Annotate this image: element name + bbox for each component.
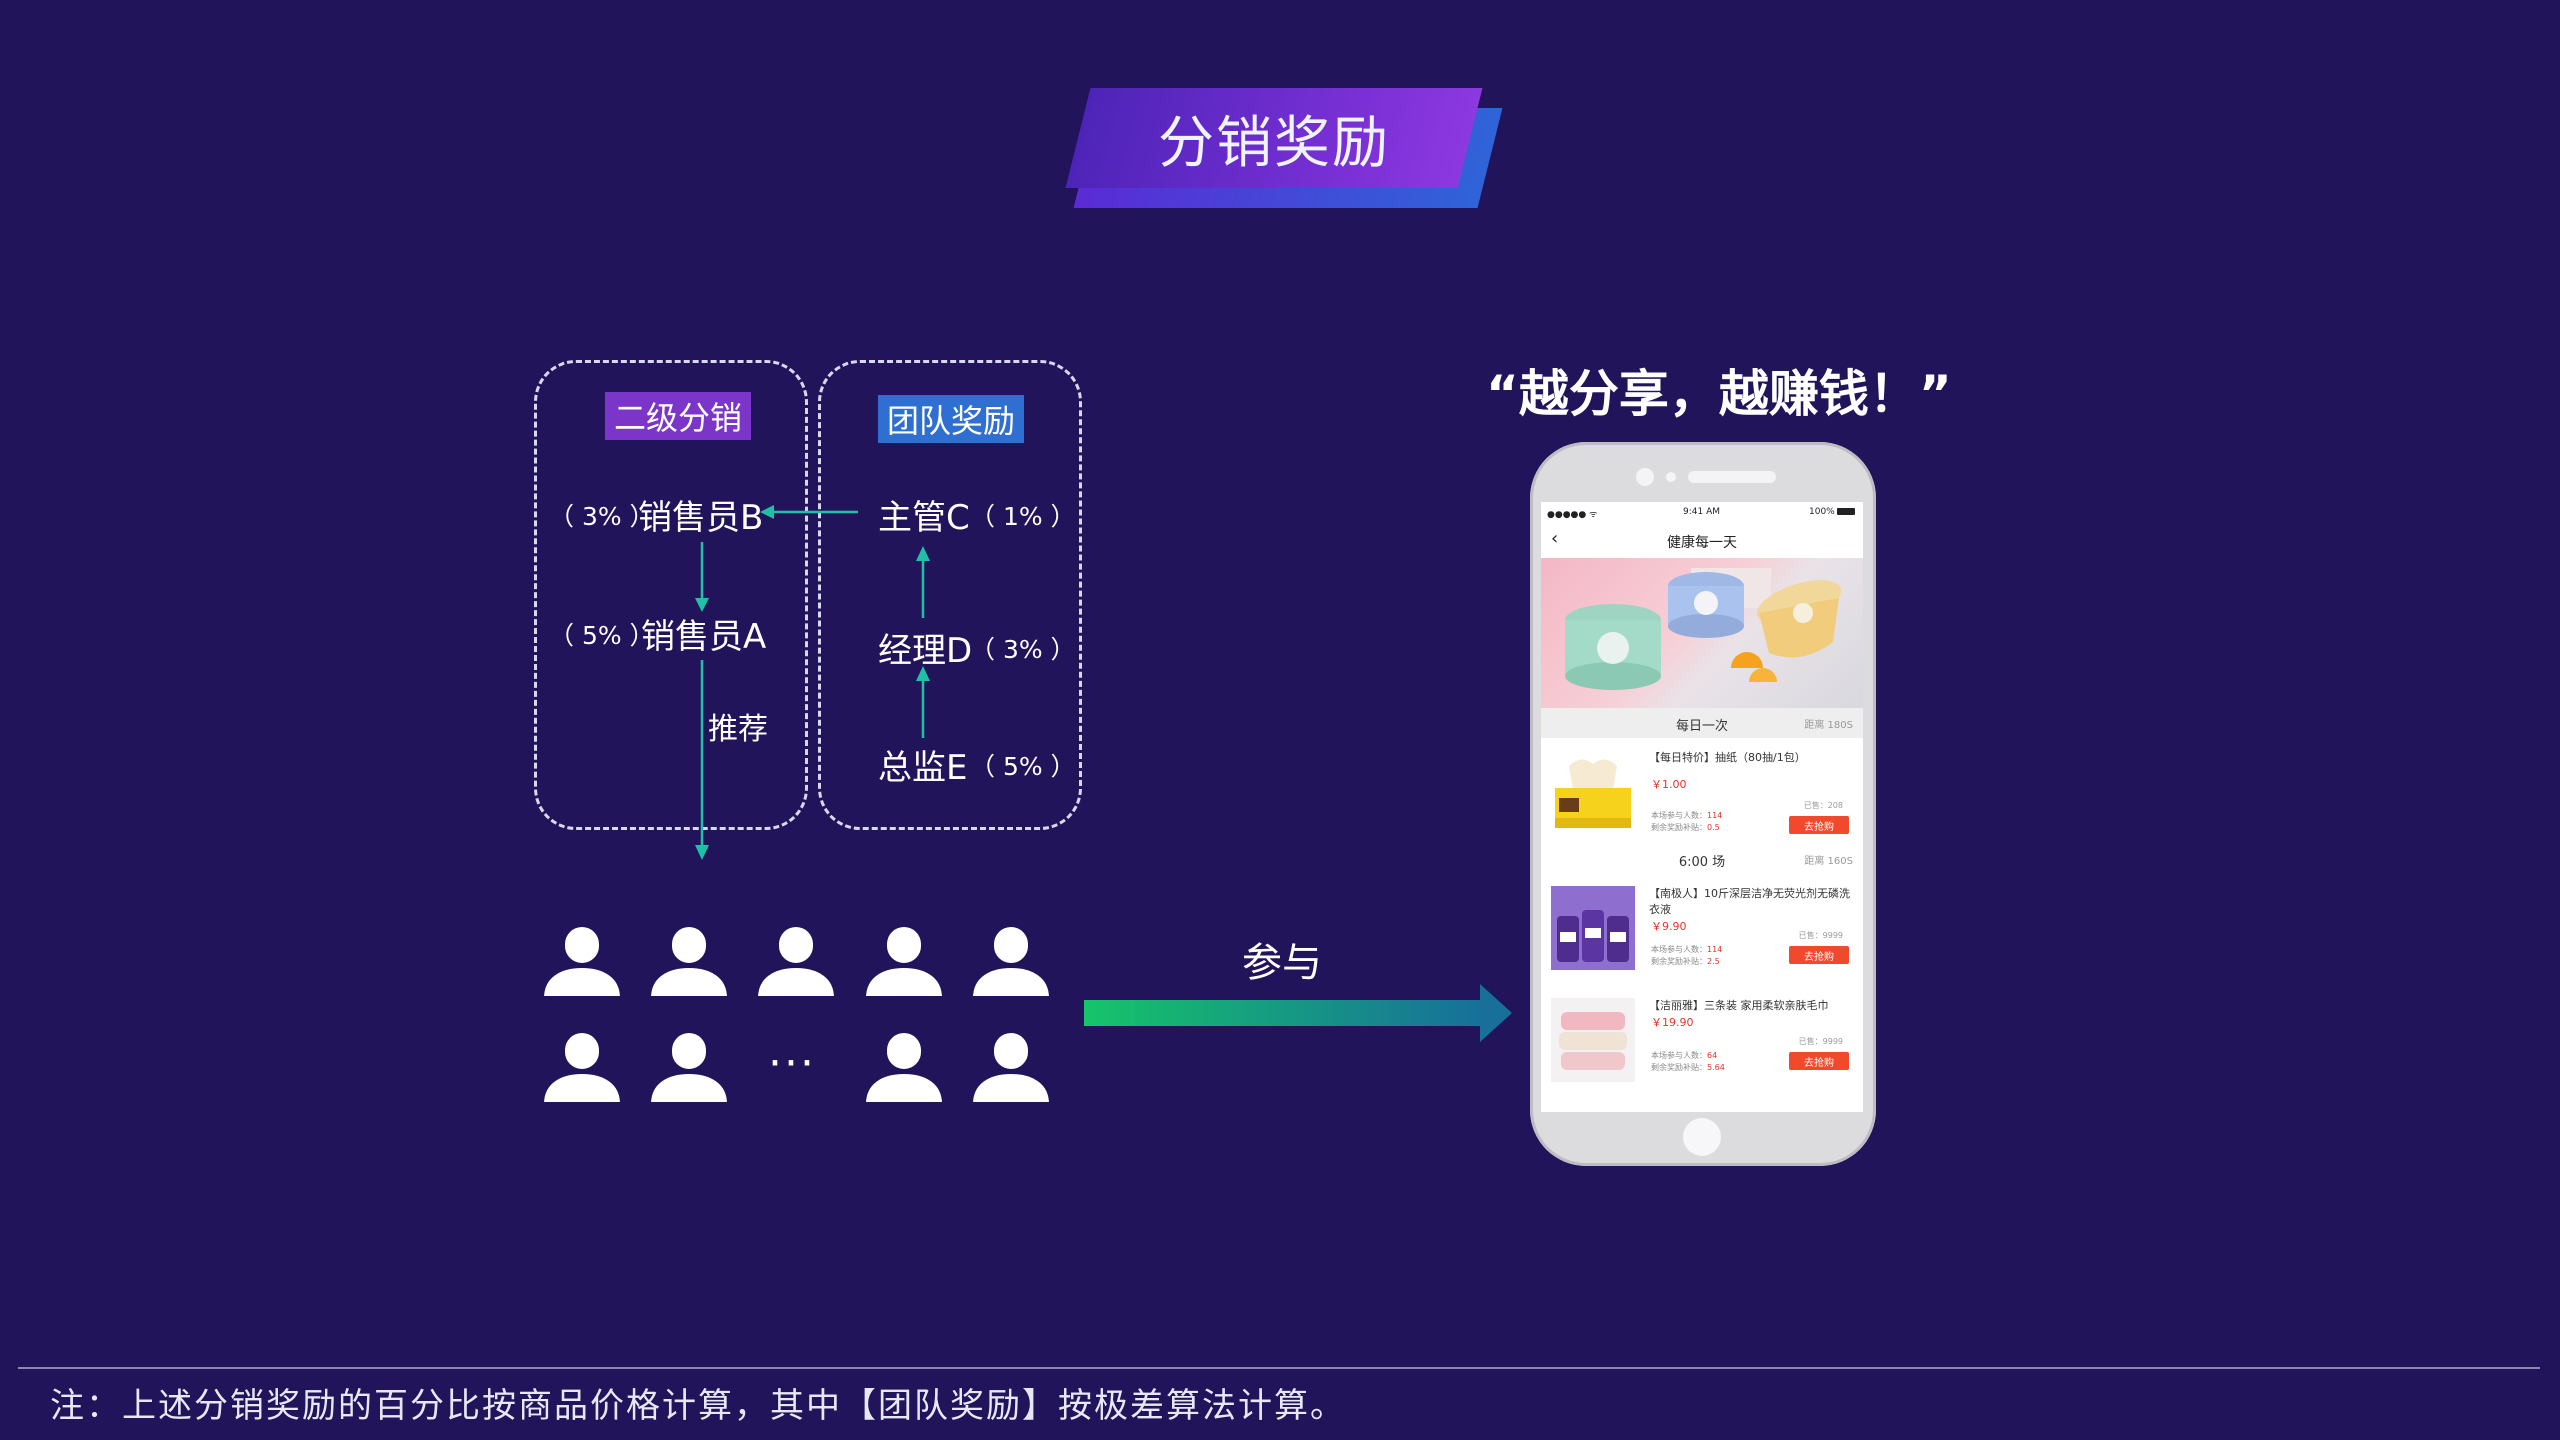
session-countdown: 距离 180S: [1804, 720, 1853, 731]
product-price: ￥1.00: [1651, 778, 1687, 791]
participants-line: 本场参与人数：114: [1651, 945, 1723, 954]
phone-home-button[interactable]: [1683, 1118, 1721, 1156]
buy-now-button[interactable]: 去抢购: [1789, 1052, 1849, 1070]
person-icon: [646, 1031, 732, 1106]
session-header: 每日一次 距离 180S: [1541, 708, 1863, 738]
phone-camera: [1636, 468, 1654, 486]
battery-percent: 100%: [1809, 507, 1835, 517]
e-to-d-arrow-head: [916, 666, 930, 681]
battery-icon: [1837, 508, 1855, 515]
footer-divider: [18, 1367, 2540, 1369]
buy-now-button[interactable]: 去抢购: [1789, 816, 1849, 834]
buy-now-button[interactable]: 去抢购: [1789, 946, 1849, 964]
session-label: 6:00 场: [1678, 855, 1726, 870]
salesperson-a: 销售员A: [641, 617, 767, 657]
phone-speaker: [1688, 471, 1776, 483]
product-title: 【南极人】10斤深层洁净无荧光剂无磷洗衣液: [1649, 887, 1850, 916]
subsidy-line: 剩余奖励补贴：0.5: [1651, 823, 1720, 832]
session-label: 每日一次: [1675, 719, 1728, 734]
salesperson-a-percent: （ 5% ）: [549, 621, 655, 650]
footer-note: 注：上述分销奖励的百分比按商品价格计算，其中【团队奖励】按极差算法计算。: [50, 1386, 1346, 1426]
slogan: “越分享，越赚钱！”: [1486, 365, 1952, 423]
phone-sensor: [1666, 472, 1676, 482]
secondary-distribution-group: [534, 360, 808, 830]
product-price: ￥9.90: [1651, 920, 1687, 933]
person-icon: [968, 1031, 1054, 1106]
participate-label: 参与: [1242, 940, 1322, 986]
sold-count: 已售：9999: [1798, 931, 1843, 940]
phone-navbar: ‹ 健康每一天: [1541, 524, 1863, 558]
product-item[interactable]: 【南极人】10斤深层洁净无荧光剂无磷洗衣液 ￥9.90 本场参与人数：114 剩…: [1541, 874, 1863, 987]
page-title: 分销奖励: [1158, 110, 1390, 176]
manager-d-percent: （ 3% ）: [970, 635, 1076, 664]
member-crowd: ···: [532, 920, 1072, 1110]
back-chevron-icon[interactable]: ‹: [1551, 528, 1559, 549]
person-icon: [539, 925, 625, 1000]
person-icon: [646, 925, 732, 1000]
salesperson-b-percent: （ 3% ）: [549, 502, 655, 531]
phone-page-title: 健康每一天: [1667, 535, 1737, 551]
secondary-distribution-tag: 二级分销: [605, 392, 751, 440]
c-to-b-arrow-head: [760, 505, 774, 519]
participate-arrow-shaft: [1084, 1000, 1484, 1026]
sold-count: 已售：208: [1803, 801, 1843, 810]
supervisor-c: 主管C: [878, 498, 970, 538]
director-e: 总监E: [878, 748, 968, 788]
product-title: 【洁丽雅】三条装 家用柔软亲肤毛巾: [1649, 999, 1829, 1012]
status-time: 9:41 AM: [1683, 507, 1720, 517]
team-reward-group: [818, 360, 1082, 830]
b-to-a-arrow-head: [695, 598, 709, 612]
participate-arrow-head: [1480, 984, 1512, 1042]
product-thumbnail: [1551, 998, 1635, 1082]
recommend-arrow-head: [695, 845, 709, 860]
hero-product-image: [1541, 558, 1863, 708]
salesperson-b: 销售员B: [638, 498, 764, 538]
status-bar: ●●●●● ᯤ 9:41 AM 100%: [1541, 502, 1863, 522]
more-members-ellipsis: ···: [768, 1038, 816, 1089]
subsidy-line: 剩余奖励补贴：5.64: [1651, 1063, 1725, 1072]
person-icon: [861, 1031, 947, 1106]
d-to-c-arrow-head: [916, 546, 930, 561]
session-countdown: 距离 160S: [1804, 856, 1853, 867]
sold-count: 已售：9999: [1798, 1037, 1843, 1046]
recommend-label: 推荐: [708, 712, 768, 747]
person-icon: [861, 925, 947, 1000]
subsidy-line: 剩余奖励补贴：2.5: [1651, 957, 1720, 966]
director-e-percent: （ 5% ）: [970, 752, 1076, 781]
participants-line: 本场参与人数：114: [1651, 811, 1723, 820]
person-icon: [539, 1031, 625, 1106]
product-price: ￥19.90: [1651, 1016, 1694, 1029]
session-header: 6:00 场 距离 160S: [1541, 844, 1863, 874]
supervisor-c-percent: （ 1% ）: [970, 502, 1076, 531]
product-thumbnail: [1551, 886, 1635, 970]
signal-indicator: ●●●●● ᯤ: [1547, 510, 1598, 520]
participants-line: 本场参与人数：64: [1651, 1051, 1718, 1060]
product-item[interactable]: 【每日特价】抽纸（80抽/1包） ￥1.00 本场参与人数：114 剩余奖励补贴…: [1541, 738, 1863, 845]
phone-screen: ●●●●● ᯤ 9:41 AM 100% ‹ 健康每一天 每日一次 距离: [1541, 502, 1863, 1112]
team-reward-tag: 团队奖励: [878, 395, 1024, 443]
product-item[interactable]: 【洁丽雅】三条装 家用柔软亲肤毛巾 ￥19.90 本场参与人数：64 剩余奖励补…: [1541, 986, 1863, 1098]
product-title: 【每日特价】抽纸（80抽/1包）: [1649, 751, 1806, 764]
product-thumbnail: [1551, 750, 1635, 834]
person-icon: [968, 925, 1054, 1000]
person-icon: [753, 925, 839, 1000]
manager-d: 经理D: [878, 631, 973, 671]
